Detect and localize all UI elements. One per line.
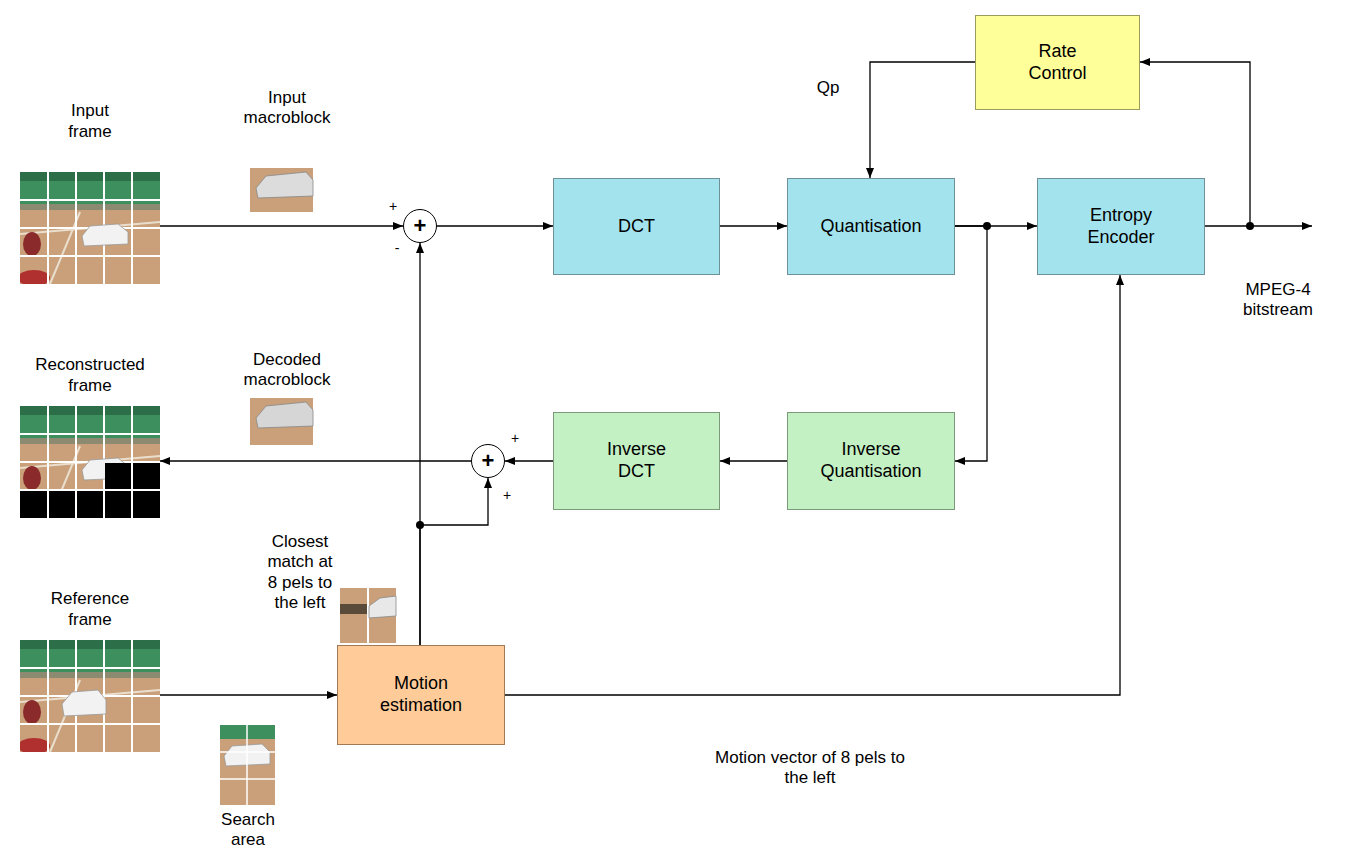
heading-wrap: Reference frame bbox=[40, 589, 140, 630]
box-label: Inverse DCT bbox=[597, 439, 677, 482]
label-wrap: + bbox=[508, 430, 522, 447]
inverse-quantisation-box: Inverse Quantisation bbox=[787, 412, 955, 510]
edge-label: Motion vector of 8 pels to the left bbox=[710, 748, 910, 789]
sign-label: + bbox=[508, 430, 522, 447]
edge-label: Qp bbox=[808, 78, 848, 98]
heading-wrap: Reconstructed frame bbox=[25, 355, 155, 396]
flow-arrow bbox=[160, 225, 403, 226]
frame-heading: Input frame bbox=[55, 101, 125, 142]
input-frame: Input frame bbox=[20, 172, 160, 284]
box-label: DCT bbox=[618, 216, 655, 238]
closest-match-picture bbox=[340, 588, 396, 643]
flow-arrow bbox=[437, 225, 553, 226]
label-wrap: - bbox=[390, 240, 404, 257]
picture-label: Search area bbox=[210, 810, 286, 851]
sign-label: + bbox=[386, 198, 400, 215]
output-arrow bbox=[1250, 225, 1312, 226]
frame-heading: Reference frame bbox=[40, 589, 140, 630]
motion-estimation-box: Motion estimation bbox=[337, 645, 505, 745]
flow-arrow bbox=[420, 478, 488, 645]
flow-arrow bbox=[870, 62, 975, 178]
dct-box: DCT bbox=[553, 178, 720, 275]
label-wrap: Decoded macroblock bbox=[232, 350, 342, 391]
label-wrap: Input macroblock bbox=[232, 88, 342, 129]
edge-label-wrap: Motion vector of 8 pels to the left bbox=[710, 748, 910, 789]
flow-arrow bbox=[720, 460, 787, 461]
label-wrap: + bbox=[500, 487, 514, 504]
sum-sign: + bbox=[414, 215, 427, 237]
decoded-macroblock-picture bbox=[250, 398, 313, 445]
search-area-picture bbox=[220, 725, 275, 805]
flow-arrow bbox=[505, 275, 1120, 695]
reference-frame-picture bbox=[18, 640, 160, 754]
rate-control-box: Rate Control bbox=[975, 15, 1140, 110]
box-label: Inverse Quantisation bbox=[814, 439, 929, 482]
flow-arrow bbox=[720, 225, 787, 226]
label-wrap: Closest match at 8 pels to the left bbox=[262, 532, 338, 614]
frame-heading: Reconstructed frame bbox=[25, 355, 155, 396]
inverse-dct-box: Inverse DCT bbox=[553, 412, 720, 510]
flow-arrow bbox=[160, 694, 337, 695]
sign-label: + bbox=[500, 487, 514, 504]
flow-arrow bbox=[160, 460, 471, 461]
sum-sign: + bbox=[482, 450, 495, 472]
box-label: Motion estimation bbox=[371, 673, 471, 716]
box-label: Entropy Encoder bbox=[1081, 205, 1161, 248]
reconstructed-frame-picture bbox=[18, 406, 160, 520]
label-wrap: MPEG-4 bitstream bbox=[1228, 280, 1328, 321]
reconstructed-frame: Reconstructed frame bbox=[20, 406, 160, 518]
reference-frame: Reference frame bbox=[20, 640, 160, 752]
heading-wrap: Input frame bbox=[55, 101, 125, 142]
flow-arrow bbox=[505, 460, 553, 461]
picture-label: Decoded macroblock bbox=[232, 350, 342, 391]
output-label: MPEG-4 bitstream bbox=[1228, 280, 1328, 321]
quantisation-box: Quantisation bbox=[787, 178, 955, 275]
label-wrap: Search area bbox=[210, 810, 286, 851]
summing-junction: + bbox=[471, 444, 505, 478]
flow-arrow bbox=[955, 226, 987, 461]
entropy-encoder-box: Entropy Encoder bbox=[1037, 178, 1205, 275]
label-wrap: + bbox=[386, 198, 400, 215]
picture-label: Input macroblock bbox=[232, 88, 342, 129]
input-frame-picture bbox=[18, 172, 160, 286]
box-label: Quantisation bbox=[820, 216, 921, 238]
summing-junction: + bbox=[403, 209, 437, 243]
box-label: Rate Control bbox=[1018, 41, 1098, 84]
input-macroblock-picture bbox=[250, 168, 313, 212]
picture-label: Closest match at 8 pels to the left bbox=[262, 532, 338, 614]
sign-label: - bbox=[390, 240, 404, 257]
edge-label-wrap: Qp bbox=[808, 78, 848, 98]
